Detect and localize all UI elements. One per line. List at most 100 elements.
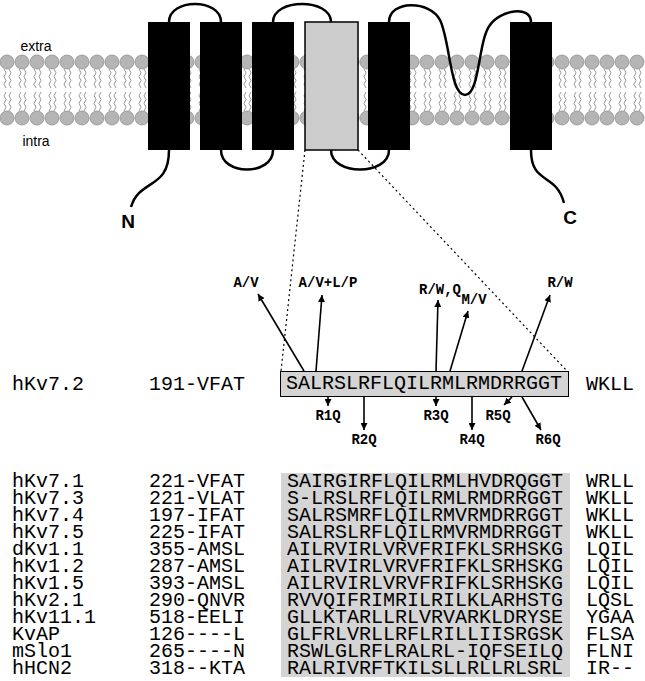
- lipid-tail: [39, 69, 41, 88]
- lipid-head: [90, 55, 104, 69]
- transmembrane-segment: [252, 22, 294, 150]
- lipid-tail: [129, 92, 131, 111]
- lipid-tail: [364, 92, 366, 111]
- sequence-band: SALRSMRFLQILRMVRMDRRGGT: [281, 507, 570, 524]
- lipid-tail: [294, 69, 296, 88]
- lipid-head: [585, 111, 599, 125]
- lipid-head: [480, 55, 494, 69]
- residue-number: 265----N: [149, 643, 245, 660]
- lipid-tail: [249, 69, 251, 88]
- lipid-tail: [94, 92, 96, 111]
- s4-segment: [305, 22, 358, 150]
- lipid-tail: [439, 69, 441, 88]
- mutation-label: R/W: [547, 276, 572, 291]
- lipid-tail: [114, 92, 116, 111]
- sequence-band: SALRSLRFLQILRMVRMDRRGGT: [281, 524, 570, 541]
- residue-number: 355-AMSL: [149, 541, 245, 558]
- sequence-text: GLLKTARLLRLVRVARKLDRYSE: [287, 609, 564, 626]
- lipid-tail: [604, 69, 606, 88]
- lipid-tail: [424, 92, 426, 111]
- channel-name: hKv1.5: [12, 575, 84, 592]
- transmembrane-segment: [200, 22, 242, 150]
- lipid-tail: [634, 92, 636, 111]
- c-terminus-tail: [531, 150, 564, 203]
- lipid-tail: [54, 69, 56, 88]
- lipid-head: [450, 111, 464, 125]
- lipid-head: [495, 111, 509, 125]
- lipid-head: [0, 111, 14, 125]
- flanking-sequence: LQIL: [586, 558, 634, 575]
- sequence-band: RSWLGLRFLRALRL-IQFSEILQ: [281, 643, 570, 660]
- lipid-head: [465, 55, 479, 69]
- lipid-tail: [84, 69, 86, 88]
- intracellular-loop: [331, 150, 389, 170]
- lipid-tail: [439, 92, 441, 111]
- residue-number: 518-EELI: [149, 609, 245, 626]
- sequence-text: AILRVIRLVRVFRIFKLSRHSKG: [287, 541, 564, 558]
- sequence-band: SAIRGIRFLQILRMLHVDRQGGT: [281, 473, 570, 490]
- flanking-sequence: WKLL: [586, 507, 634, 524]
- transmembrane-segments: [148, 22, 552, 150]
- mutation-label: A/V: [233, 276, 258, 291]
- sequence-text: SAIRGIRFLQILRMLHVDRQGGT: [287, 473, 564, 490]
- mutation-arrow: [471, 397, 473, 430]
- lipid-tail: [579, 69, 581, 88]
- lipid-tail: [504, 69, 506, 88]
- lipid-tail: [64, 69, 66, 88]
- residue-number: 126----L: [149, 626, 245, 643]
- lipid-head: [555, 111, 569, 125]
- sequence-text: RVVQIFRIMRILRILKLARHSTG: [287, 592, 564, 609]
- lipid-tail: [34, 92, 36, 111]
- flanking-sequence: WRLL: [586, 473, 634, 490]
- mutation-label: R4Q: [459, 433, 484, 448]
- lipid-tail: [429, 69, 431, 88]
- residue-number: 197-IFAT: [149, 507, 245, 524]
- sequence-band: GLLKTARLLRLVRVARKLDRYSE: [281, 609, 570, 626]
- flanking-sequence: FLNI: [586, 643, 634, 660]
- lipid-head: [15, 55, 29, 69]
- mutation-label: R/W,Q: [419, 283, 461, 298]
- residue-number: 290-QNVR: [149, 592, 245, 609]
- lipid-head: [15, 111, 29, 125]
- mutation-arrow: [522, 397, 541, 430]
- lipid-tail: [424, 69, 426, 88]
- channel-name: hKv7.1: [12, 473, 84, 490]
- sequence-text: GLFRLVRLLRFLRILLIISRGSK: [287, 626, 564, 643]
- residue-number: 225-IFAT: [149, 524, 245, 541]
- lipid-tail: [54, 92, 56, 111]
- lipid-head: [75, 55, 89, 69]
- lipid-tail: [634, 69, 636, 88]
- lipid-tail: [469, 92, 471, 111]
- lipid-tail: [609, 69, 611, 88]
- lipid-head: [630, 111, 644, 125]
- lipid-tail: [619, 92, 621, 111]
- intracellular-loop: [221, 150, 273, 170]
- mutation-arrow: [363, 397, 365, 430]
- mutation-label: A/V+L/P: [299, 276, 358, 291]
- lipid-tail: [24, 92, 26, 111]
- flanking-sequence: WKLL: [586, 524, 634, 541]
- lipid-tail: [414, 69, 416, 88]
- sequence-band: S-LRSLRFLQILRMLRMDRRGGT: [281, 490, 570, 507]
- channel-name: dKv1.1: [12, 541, 84, 558]
- lipid-head: [105, 55, 119, 69]
- channel-name: mSlo1: [12, 643, 72, 660]
- lipid-tail: [124, 69, 126, 88]
- channel-name: hHCN2: [12, 660, 72, 677]
- mutation-label: R1Q: [315, 409, 340, 424]
- channel-name: hKv7.2: [12, 376, 84, 393]
- lipid-tail: [99, 69, 101, 88]
- channel-name: hKv7.4: [12, 507, 84, 524]
- lipid-tail: [69, 69, 71, 88]
- lipid-tail: [499, 92, 501, 111]
- zoom-lines: [281, 150, 567, 371]
- residue-number: 221-VLAT: [149, 490, 245, 507]
- sequence-band: AILRVIRLVRVFRIFKLSRHSKG: [281, 575, 570, 592]
- lipid-tail: [139, 92, 141, 111]
- sequence-text: SALRSMRFLQILRMVRMDRRGGT: [287, 507, 564, 524]
- lipid-tail: [79, 92, 81, 111]
- protein-chain: [131, 4, 564, 207]
- lipid-head: [0, 55, 14, 69]
- mutation-label: R6Q: [535, 433, 560, 448]
